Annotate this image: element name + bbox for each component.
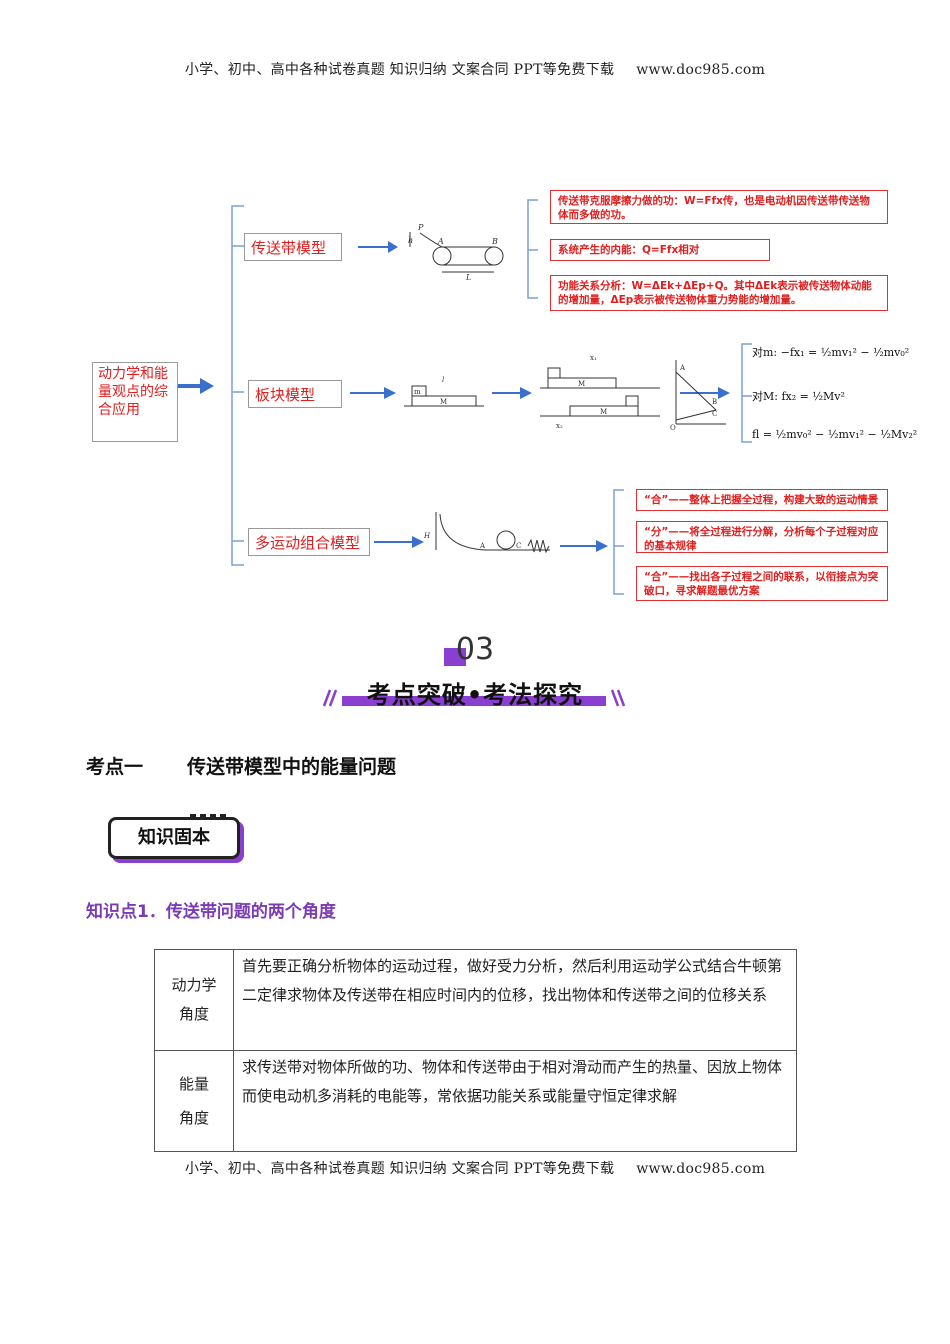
header-site: www.doc985.com <box>636 62 766 78</box>
branch-board-model: 板块模型 <box>248 380 342 408</box>
svg-text:C: C <box>516 542 521 550</box>
svg-text:B: B <box>491 237 498 246</box>
svg-text:A: A <box>479 542 486 550</box>
combo-note-3: “合”——找出各子过程之间的联系，以衔接点为突破口，寻求解题最优方案 <box>636 566 888 601</box>
block-equation-m: 对m: −fx₁ = ½mv₁² − ½mv₀² <box>752 346 910 359</box>
branch-multi-motion-model: 多运动组合模型 <box>248 528 370 556</box>
table-row: 能量角度 求传送带对物体所做的功、物体和传送带由于相对滑动而产生的热量、因放上物… <box>154 1050 797 1152</box>
svg-text:M: M <box>600 408 607 416</box>
svg-text:H: H <box>423 532 431 540</box>
root-arrow-icon <box>178 378 214 394</box>
page-footer: 小学、初中、高中各种试卷真题 知识归纳 文案合同 PPT等免费下载 www.doc… <box>0 1158 950 1178</box>
section-number: 03 <box>455 632 495 667</box>
section-title: 考点突破•考法探究 <box>366 681 584 709</box>
branch-belt-model: 传送带模型 <box>244 233 342 261</box>
svg-text:L: L <box>465 273 471 282</box>
mindmap-diagram: P h A B L M m l M M x₁ x₂ A B <box>178 199 752 595</box>
block-board-motion-diagram: M M x₁ x₂ <box>540 354 660 430</box>
combo-arrow2-icon <box>560 540 608 552</box>
block-arrow-icon <box>350 387 396 399</box>
block-equation-energy: fl = ½mv₀² − ½mv₁² − ½Mv₂² <box>752 428 918 441</box>
svg-text:x₂: x₂ <box>556 422 563 430</box>
knowledge-point-title: 知识点1．传送带问题的两个角度 <box>86 902 336 922</box>
block-arrow3-icon <box>680 387 730 399</box>
svg-text:O: O <box>670 424 676 432</box>
row-content-dynamics: 首先要正确分析物体的运动过程，做好受力分析，然后利用运动学公式结合牛顿第二定律求… <box>233 949 797 1051</box>
footer-site: www.doc985.com <box>636 1161 766 1177</box>
multi-motion-diagram: H A C <box>423 512 550 554</box>
svg-text:l: l <box>442 376 444 384</box>
svg-text:P: P <box>417 223 424 232</box>
footer-text: 小学、初中、高中各种试卷真题 知识归纳 文案合同 PPT等免费下载 <box>184 1161 615 1177</box>
knowledge-badge: 知识固本 <box>108 817 240 859</box>
section-banner-decor <box>322 648 626 707</box>
belt-note-work: 传送带克服摩擦力做的功：W=Ffx传，也是电动机因传送带传送物体而多做的功。 <box>550 190 888 224</box>
main-bracket <box>231 205 244 566</box>
block-arrow2-icon <box>492 387 532 399</box>
mindmap-root: 动力学和能量观点的综合应用 <box>92 362 178 442</box>
svg-text:M: M <box>578 380 585 388</box>
row-head-dynamics: 动力学角度 <box>154 949 234 1051</box>
table-row: 动力学角度 首先要正确分析物体的运动过程，做好受力分析，然后利用运动学公式结合牛… <box>154 949 797 1051</box>
combo-arrow-icon <box>374 536 424 548</box>
topic-title: 传送带模型中的能量问题 <box>187 756 397 778</box>
combo-note-1: “合”——整体上把握全过程，构建大致的运动情景 <box>636 489 888 511</box>
row-content-energy: 求传送带对物体所做的功、物体和传送带由于相对滑动而产生的热量、因放上物体而使电动… <box>233 1050 797 1152</box>
conveyor-belt-diagram: P h A B L <box>408 223 504 282</box>
topic-heading: 考点一 传送带模型中的能量问题 <box>86 752 396 779</box>
belt-note-energy: 功能关系分析：W=ΔEk+ΔEp+Q。其中ΔEk表示被传送物体动能的增加量，ΔE… <box>550 275 888 311</box>
belt-arrow-icon <box>358 241 398 253</box>
block-board-diagram: M m l <box>404 376 484 407</box>
belt-note-heat: 系统产生的内能：Q=Ffx相对 <box>550 239 770 261</box>
row-head-energy: 能量角度 <box>154 1050 234 1152</box>
combo-note-2: “分”——将全过程进行分解，分析每个子过程对应的基本规律 <box>636 521 888 553</box>
header-text: 小学、初中、高中各种试卷真题 知识归纳 文案合同 PPT等免费下载 <box>184 62 615 78</box>
block-equation-M: 对M: fx₂ = ½Mv² <box>752 390 845 403</box>
velocity-time-graph: A B C O <box>670 360 726 432</box>
svg-text:x₁: x₁ <box>590 354 597 362</box>
page-header: 小学、初中、高中各种试卷真题 知识归纳 文案合同 PPT等免费下载 www.doc… <box>0 59 950 79</box>
topic-label: 考点一 <box>86 756 144 778</box>
svg-text:M: M <box>440 398 447 406</box>
svg-text:B: B <box>712 398 717 406</box>
knowledge-table: 动力学角度 首先要正确分析物体的运动过程，做好受力分析，然后利用运动学公式结合牛… <box>154 949 797 1152</box>
svg-text:C: C <box>712 410 717 418</box>
svg-text:h: h <box>408 236 413 245</box>
svg-text:A: A <box>437 237 444 246</box>
svg-text:A: A <box>679 364 686 372</box>
svg-text:m: m <box>414 388 421 396</box>
